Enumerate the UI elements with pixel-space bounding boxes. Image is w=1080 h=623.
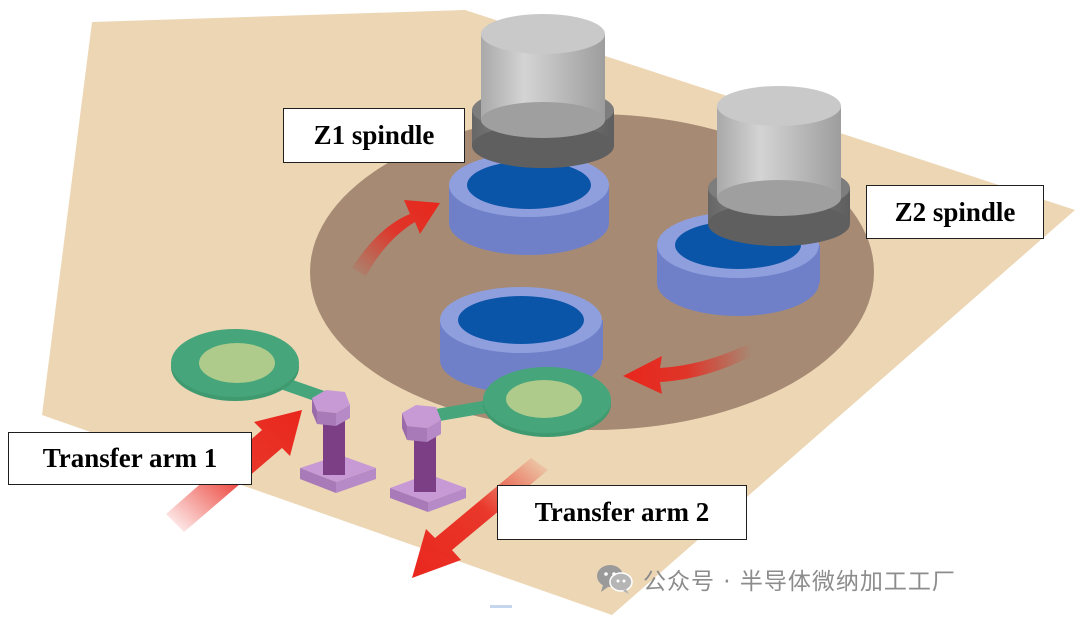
- watermark: 公众号 · 半导体微纳加工工厂: [595, 559, 956, 599]
- transfer-arm-2-label: Transfer arm 2: [497, 485, 747, 540]
- transfer-arm-2: [430, 367, 611, 437]
- transfer-post-1: [300, 390, 376, 493]
- chuck-center: [440, 287, 603, 393]
- transfer-arm-1: [171, 329, 330, 405]
- z1-spindle: [472, 14, 614, 168]
- bottom-mark: [490, 605, 512, 608]
- z1-spindle-label: Z1 spindle: [283, 108, 465, 163]
- transfer-post-2: [390, 405, 466, 512]
- z2-spindle: [708, 86, 850, 246]
- z2-spindle-label: Z2 spindle: [866, 185, 1044, 239]
- watermark-text: 公众号 · 半导体微纳加工工厂: [643, 569, 956, 595]
- wechat-icon: [595, 562, 635, 596]
- rotation-arrow-left: [352, 200, 440, 276]
- transfer-arm-1-label: Transfer arm 1: [8, 432, 252, 485]
- chuck-z1: [449, 153, 609, 255]
- rotation-arrow-right: [623, 343, 752, 394]
